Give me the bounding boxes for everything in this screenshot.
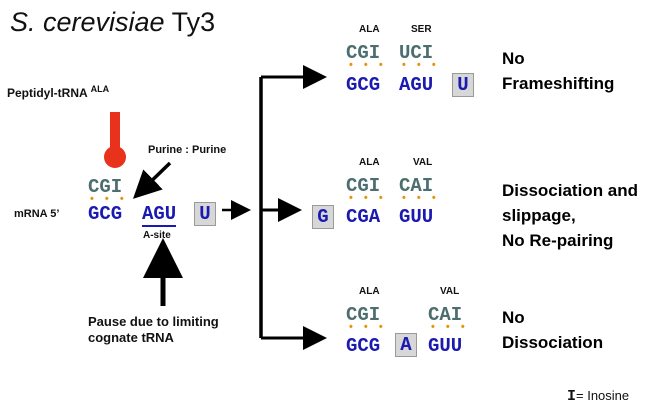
outcome3-text-line-1: No <box>502 308 525 327</box>
outcome3-trna-codon-2: CAI <box>428 304 463 326</box>
left-mrna-box: U <box>194 202 216 226</box>
outcome3-dots-1: • • • <box>349 321 387 333</box>
left-mrna-codon-2: AGU <box>142 203 177 227</box>
outcome1-text-line-2: Frameshifting <box>502 74 615 93</box>
pause-label: Pause due to limiting cognate tRNA <box>88 314 219 346</box>
a-site-label: A-site <box>143 230 171 241</box>
outcome3-trna-label-2: VAL <box>440 286 460 297</box>
title-organism: S. cerevisiae <box>10 7 165 37</box>
outcome2-trna-codon-1: CGI <box>346 175 381 197</box>
outcome2-dots-1: • • • <box>349 192 387 204</box>
outcome3-text: No Dissociation <box>502 305 603 355</box>
outcome3-mrna-codon-1: GCG <box>346 335 381 357</box>
left-trna-codon: CGI <box>88 176 123 198</box>
inosine-symbol: I <box>567 388 577 405</box>
peptidyl-trna-label: Peptidyl-tRNA ALA <box>7 84 109 100</box>
outcome2-mrna-codon-1: CGA <box>346 206 381 228</box>
outcome3-trna-label-1: ALA <box>359 286 380 297</box>
purine-label: Purine : Purine <box>148 144 227 156</box>
inosine-legend: I= Inosine <box>567 388 629 405</box>
outcome1-trna-codon-2: UCI <box>399 42 434 64</box>
outcome1-text-line-1: No <box>502 49 525 68</box>
mrna-label: mRNA 5’ <box>14 208 60 220</box>
page-title: S. cerevisiae Ty3 <box>10 7 215 38</box>
outcome2-text-line-1: Dissociation and <box>502 181 639 200</box>
outcome2-trna-label-1: ALA <box>359 157 380 168</box>
outcome3-trna-codon-1: CGI <box>346 304 381 326</box>
pause-line-2: cognate tRNA <box>88 330 174 345</box>
outcome1-trna-codon-1: CGI <box>346 42 381 64</box>
inosine-legend-text: = Inosine <box>576 388 630 403</box>
outcome1-mrna-codon-1: GCG <box>346 74 381 96</box>
peptidyl-trna-icon <box>104 112 126 168</box>
outcome2-trna-label-2: VAL <box>413 157 433 168</box>
outcome1-trna-label-2: SER <box>411 24 432 35</box>
outcome1-dots-2: • • • <box>402 59 440 71</box>
outcome1-text: No Frameshifting <box>502 46 614 96</box>
left-pairing-dots: • • • <box>90 193 128 205</box>
left-mrna-codon-1: GCG <box>88 203 123 225</box>
outcome1-trna-label-1: ALA <box>359 24 380 35</box>
outcome3-box: A <box>395 333 417 357</box>
peptidyl-trna-sup: ALA <box>90 84 110 94</box>
purine-arrow <box>132 161 172 199</box>
outcome2-trna-codon-2: CAI <box>399 175 434 197</box>
outcome3-mrna-codon-2: GUU <box>428 335 463 357</box>
outcome2-dots-2: • • • <box>402 192 440 204</box>
outcome1-box: U <box>452 73 474 97</box>
title-element: Ty3 <box>171 7 216 37</box>
outcome3-dots-2: • • • <box>431 321 469 333</box>
outcome2-text-line-2: slippage, <box>502 206 576 225</box>
outcome2-mrna-codon-2: GUU <box>399 206 434 228</box>
outcome1-dots-1: • • • <box>349 59 387 71</box>
outcome1-mrna-codon-2: AGU <box>399 74 434 96</box>
outcome2-text-line-3: No Re-pairing <box>502 231 614 250</box>
outcome2-text: Dissociation and slippage, No Re-pairing <box>502 178 638 253</box>
outcome3-text-line-2: Dissociation <box>502 333 604 352</box>
peptidyl-trna-text: Peptidyl-tRNA <box>7 86 88 100</box>
pause-line-1: Pause due to limiting <box>88 314 219 329</box>
outcome2-box: G <box>312 205 334 229</box>
